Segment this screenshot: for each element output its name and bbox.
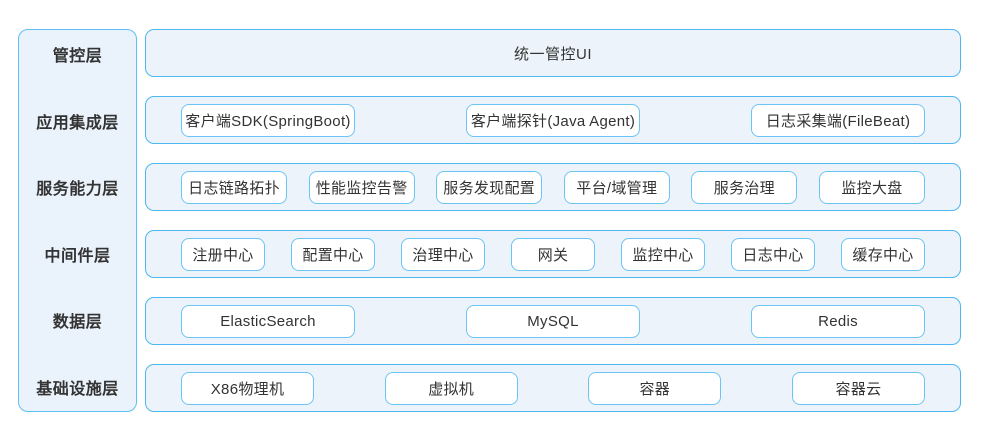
unified-console-ui-label: 统一管控UI <box>513 45 592 63</box>
component-redis: Redis <box>751 304 925 338</box>
row-infrastructure-layer: X86物理机 虚拟机 容器 容器云 <box>145 364 961 412</box>
component-cache-center: 缓存中心 <box>841 237 925 271</box>
sidebar-layer-management: 管控层 <box>52 48 103 65</box>
sidebar-layer-data: 数据层 <box>52 314 103 332</box>
component-platform-domain-mgmt: 平台/域管理 <box>563 170 670 204</box>
row-management-layer: 统一管控UI <box>145 29 961 77</box>
sidebar-layer-middleware: 中间件层 <box>44 247 111 265</box>
component-mysql: MySQL <box>466 304 640 338</box>
sidebar-layer-infrastructure: 基础设施层 <box>36 380 119 398</box>
layer-name-sidebar: 管控层 应用集成层 服务能力层 中间件层 数据层 基础设施层 <box>18 29 137 412</box>
component-elasticsearch: ElasticSearch <box>181 304 355 338</box>
component-container: 容器 <box>588 371 722 405</box>
component-governance-center: 治理中心 <box>401 237 485 271</box>
component-performance-alerting: 性能监控告警 <box>308 170 415 204</box>
component-virtual-machine: 虚拟机 <box>384 371 518 405</box>
component-log-trace-topology: 日志链路拓扑 <box>181 170 287 204</box>
component-registry-center: 注册中心 <box>181 237 265 271</box>
sidebar-layer-app-integration: 应用集成层 <box>36 114 119 132</box>
component-config-center: 配置中心 <box>291 237 375 271</box>
component-gateway: 网关 <box>511 237 595 271</box>
component-monitoring-dashboard: 监控大盘 <box>818 170 925 204</box>
component-log-collector: 日志采集端(FileBeat) <box>751 103 925 137</box>
component-service-governance: 服务治理 <box>691 170 798 204</box>
sidebar-layer-service-capability: 服务能力层 <box>36 181 119 199</box>
component-log-center: 日志中心 <box>731 237 815 271</box>
component-monitoring-center: 监控中心 <box>621 237 705 271</box>
component-client-sdk: 客户端SDK(SpringBoot) <box>181 103 355 137</box>
component-container-cloud: 容器云 <box>791 371 925 405</box>
row-service-capability-layer: 日志链路拓扑 性能监控告警 服务发现配置 平台/域管理 服务治理 监控大盘 <box>145 163 961 211</box>
layer-rows: 统一管控UI 客户端SDK(SpringBoot) 客户端探针(Java Age… <box>145 29 961 412</box>
component-client-agent: 客户端探针(Java Agent) <box>466 103 640 137</box>
row-data-layer: ElasticSearch MySQL Redis <box>145 297 961 345</box>
component-service-discovery-config: 服务发现配置 <box>436 170 543 204</box>
row-middleware-layer: 注册中心 配置中心 治理中心 网关 监控中心 日志中心 缓存中心 <box>145 230 961 278</box>
row-app-integration-layer: 客户端SDK(SpringBoot) 客户端探针(Java Agent) 日志采… <box>145 96 961 144</box>
component-x86-physical-machine: X86物理机 <box>181 371 314 405</box>
